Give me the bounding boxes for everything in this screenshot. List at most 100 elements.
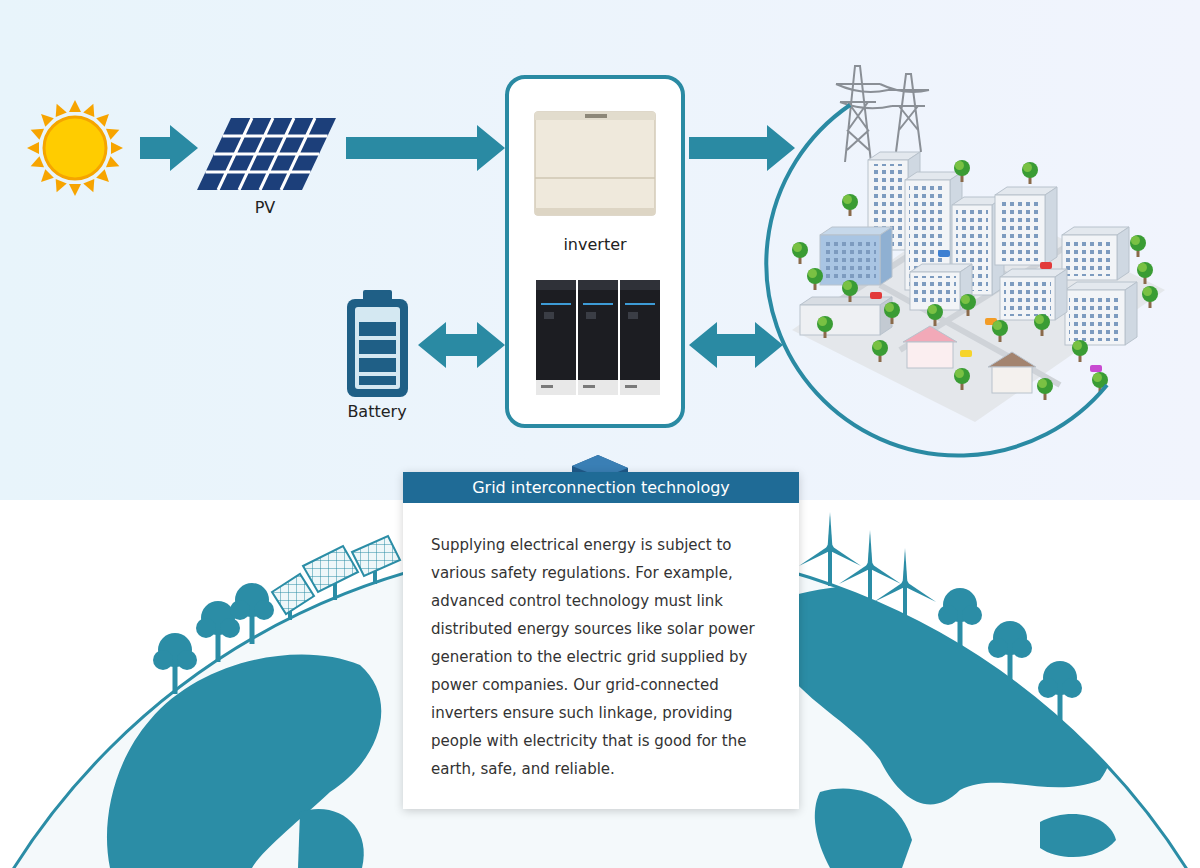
pv-node: PV <box>190 112 340 218</box>
illustration-part <box>628 312 638 319</box>
illustration-part <box>815 789 912 868</box>
illustration-part <box>578 280 618 395</box>
illustration-part <box>1040 262 1052 269</box>
inverter-label: inverter <box>509 235 681 255</box>
illustration-part <box>625 303 655 305</box>
illustration-part <box>884 302 900 324</box>
illustration-part <box>206 118 328 190</box>
illustration-part <box>1004 281 1051 316</box>
illustration-part <box>28 124 44 140</box>
illustration-part <box>153 633 197 694</box>
illustration-part <box>780 586 1114 805</box>
illustration-part <box>842 194 858 216</box>
illustration-part <box>106 124 122 140</box>
illustration-part <box>880 227 892 285</box>
illustration-part <box>1069 294 1121 341</box>
illustration-part <box>838 530 903 586</box>
illustration-part <box>620 280 660 290</box>
illustration-part <box>1065 290 1125 345</box>
illustration-part <box>535 208 655 215</box>
illustration-part <box>1137 262 1153 284</box>
city-arc <box>766 105 1107 456</box>
illustration-part <box>992 320 1008 342</box>
illustration-part <box>359 322 396 336</box>
illustration-part <box>820 235 880 285</box>
illustration-part <box>51 101 67 117</box>
illustration-part <box>1040 814 1116 857</box>
sun <box>27 100 123 196</box>
illustration-part <box>1022 162 1038 184</box>
illustration-part <box>583 385 595 388</box>
illustration-part <box>992 367 1032 393</box>
illustration-part <box>1034 314 1050 336</box>
illustration-part <box>197 118 336 190</box>
battery-node: Battery <box>338 286 416 422</box>
illustration-part <box>111 142 123 154</box>
illustration-part <box>1055 269 1067 320</box>
illustration-part <box>1125 282 1137 345</box>
grid-arrow <box>689 322 783 368</box>
illustration-part <box>27 142 39 154</box>
illustration-part <box>347 299 408 397</box>
illustration-part <box>272 574 314 614</box>
flow-arrow <box>418 322 505 368</box>
battery-icon <box>347 290 408 397</box>
illustration-part <box>800 152 1137 393</box>
illustration-part <box>541 385 553 388</box>
illustration-part <box>836 84 929 108</box>
illustration-part <box>37 110 54 127</box>
storage-cabinets <box>536 280 660 395</box>
pv-panel <box>197 118 336 190</box>
illustration-part <box>583 303 613 305</box>
illustration-part <box>824 239 876 281</box>
illustration-part <box>28 156 44 172</box>
illustration-part <box>536 280 576 290</box>
illustration-part <box>69 100 81 112</box>
illustration-part <box>96 110 113 127</box>
illustration-part <box>298 809 364 868</box>
illustration-part <box>355 307 400 389</box>
illustration-part <box>960 350 972 357</box>
illustration-part <box>106 156 122 172</box>
illustration-part <box>1130 235 1146 257</box>
illustration-part <box>107 654 381 868</box>
box-heading: Grid interconnection technology <box>403 472 799 503</box>
illustration-part <box>914 276 956 306</box>
illustration-part <box>988 621 1032 682</box>
illustration-part <box>817 316 833 338</box>
illustration-part <box>999 199 1041 261</box>
illustration-part <box>96 169 113 186</box>
illustration-part <box>1090 365 1102 372</box>
illustration-part <box>988 352 1036 367</box>
illustration-part <box>954 160 970 182</box>
grid-arrow <box>689 125 795 171</box>
illustration-part <box>536 280 576 395</box>
illustration-part <box>938 588 982 649</box>
illustration-part <box>536 380 576 395</box>
box-body: Supplying electrical energy is subject t… <box>403 503 799 809</box>
illustration-part <box>535 112 655 215</box>
illustration-part <box>359 358 396 372</box>
sky-band <box>0 0 1200 500</box>
illustration-part <box>995 195 1045 265</box>
illustration-part <box>620 280 660 395</box>
illustration-part <box>541 303 571 305</box>
illustration-part <box>83 179 99 195</box>
illustration-part <box>870 292 882 299</box>
illustration-part <box>352 536 400 576</box>
pcs-unit <box>535 112 655 215</box>
illustration-part <box>792 198 1165 422</box>
illustration-part <box>800 305 880 335</box>
illustration-part <box>1062 235 1117 280</box>
illustration-part <box>44 117 106 179</box>
illustration-part <box>798 512 863 568</box>
battery-label: Battery <box>338 402 416 422</box>
illustration-part <box>1000 277 1055 320</box>
illustration-part <box>836 66 929 162</box>
inverter-box-fill <box>505 75 685 428</box>
illustration-part <box>625 385 637 388</box>
flow-arrow <box>346 125 505 171</box>
illustration-part <box>578 280 618 290</box>
illustration-part <box>960 294 976 316</box>
illustration-part <box>359 376 396 385</box>
